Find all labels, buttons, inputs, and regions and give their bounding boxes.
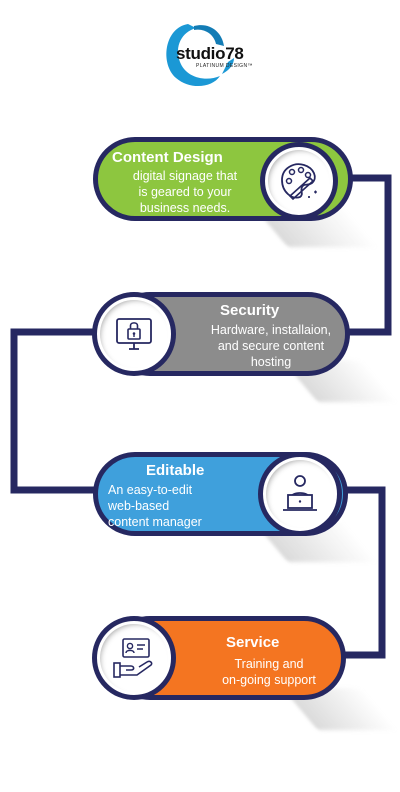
step-2-icon-circle (92, 292, 176, 376)
step-4-icon-circle (92, 616, 176, 700)
logo-tagline: PLATINUM DESIGN™ (196, 63, 253, 69)
person-laptop-icon (283, 475, 317, 511)
step-1-title: Content Design (112, 149, 223, 166)
studio78-logo (160, 18, 290, 90)
logo-swirl-icon (166, 24, 234, 87)
logo-brand: studio78 (176, 44, 244, 63)
secure-monitor-icon (116, 318, 152, 350)
step-3-description: An easy-to-edit web-based content manage… (108, 483, 202, 529)
palette-brush-icon (281, 163, 317, 201)
hand-support-icon (113, 638, 153, 678)
step-3-icon-circle (258, 452, 342, 536)
step-1-icon-circle (260, 142, 338, 220)
step-2-title: Security (220, 302, 280, 319)
step-4-description: Training and on-going support (222, 657, 316, 687)
step-1-description: digital signage that is geared to your b… (132, 169, 238, 215)
step-3-title: Editable (146, 462, 205, 479)
step-2-description: Hardware, installaion, and secure conten… (210, 323, 332, 369)
step-4-title: Service (226, 634, 280, 651)
